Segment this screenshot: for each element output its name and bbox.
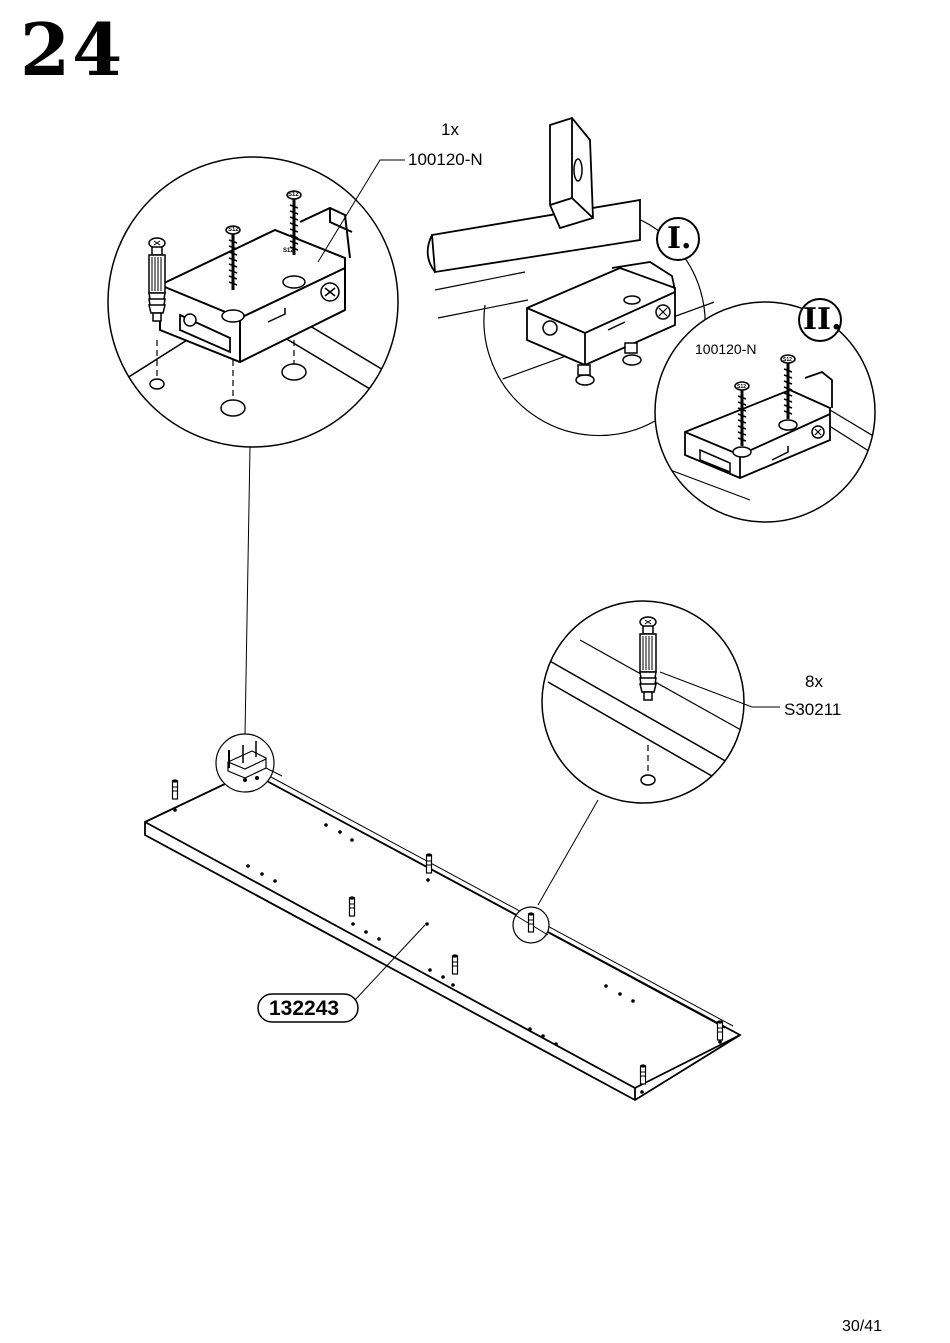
screw-mark-dowel: S12 bbox=[783, 357, 792, 363]
leader-line-top bbox=[317, 159, 405, 263]
panel-part-label: 132243 bbox=[269, 997, 340, 1020]
leader-line-dowel bbox=[659, 671, 780, 708]
leader-line-main bbox=[244, 446, 251, 736]
leader-line-small-dowel bbox=[537, 799, 599, 906]
detail-circle-step-two bbox=[654, 298, 876, 523]
detail-dowel-part: S30211 bbox=[784, 700, 842, 719]
sub-step-two-badge: II. bbox=[803, 302, 842, 337]
detail-top-qty: 1x bbox=[441, 120, 459, 139]
screw-mark-main-right: S12 bbox=[288, 192, 299, 198]
sub-step-one-badge: I. bbox=[667, 221, 692, 256]
callout-dowel-small bbox=[512, 906, 550, 944]
screw-mark-sub-left: S12 bbox=[228, 227, 239, 233]
detail-dowel-qty: 8x bbox=[805, 672, 823, 691]
step-number: 24 bbox=[20, 7, 125, 92]
detail-circle-main bbox=[107, 156, 399, 448]
screw-mark-sub-right: S12 bbox=[737, 384, 746, 390]
panel-132243 bbox=[144, 769, 742, 1102]
detail-circle-step-one bbox=[426, 116, 715, 437]
panel-part-pill bbox=[257, 993, 359, 1023]
callout-connector-small bbox=[215, 733, 283, 793]
detail-circle-dowel bbox=[541, 600, 745, 804]
detail-top-part: 100120-N bbox=[408, 150, 483, 169]
screw-mark-main-left: S12 bbox=[283, 248, 294, 254]
detail-right-part: 100120-N bbox=[695, 341, 757, 357]
page-number: 30/41 bbox=[841, 1318, 882, 1335]
